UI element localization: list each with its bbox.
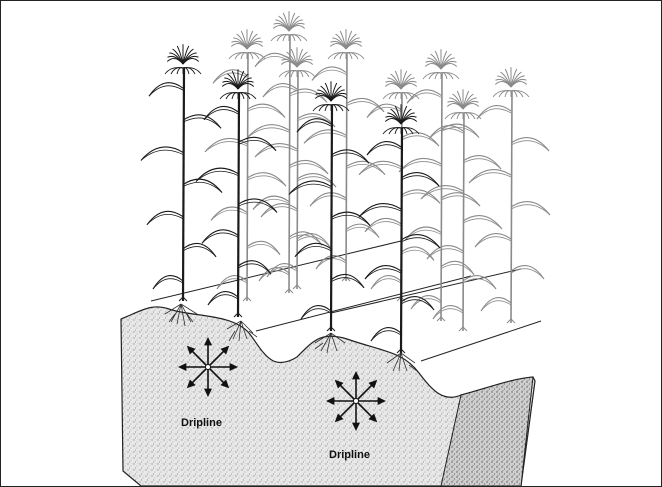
corn-plant-icon [196,69,277,317]
dripline-arrows-icon [178,337,238,397]
left-dripline-label: Dripline [181,417,222,429]
soil-side-face [441,377,533,486]
corn-plant-icon [141,44,222,301]
right-dripline-label: Dripline [329,449,370,461]
corn-plant-icon [255,47,336,289]
dripline-arrows-icon [326,371,386,431]
corn-plant-icon [205,29,286,301]
